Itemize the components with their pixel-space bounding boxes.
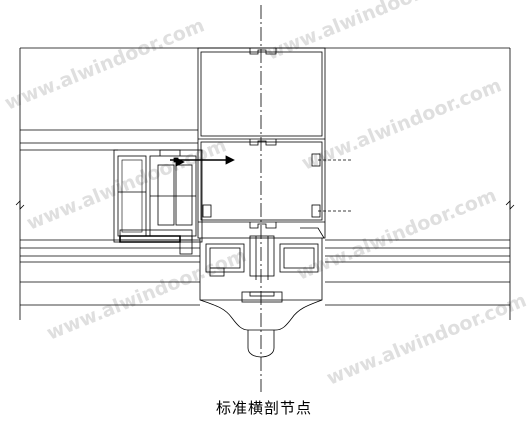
drawing-caption: 标准横剖节点 xyxy=(215,399,312,417)
break-marks xyxy=(15,200,515,210)
dimension-leaders xyxy=(318,159,352,212)
window-sash xyxy=(113,149,203,255)
mullion-profile xyxy=(197,47,326,239)
watermark-6: www.alwindoor.com xyxy=(294,184,500,284)
watermark-layer: www.alwindoor.com www.alwindoor.com www.… xyxy=(2,0,528,390)
frame-lines xyxy=(19,47,511,320)
watermark-3: www.alwindoor.com xyxy=(24,134,230,234)
watermark-7: www.alwindoor.com xyxy=(324,289,528,389)
watermark-4: www.alwindoor.com xyxy=(299,74,505,174)
pressure-cap-profile xyxy=(199,235,323,358)
screw-anchor xyxy=(170,155,235,165)
watermark-2: www.alwindoor.com xyxy=(264,0,470,65)
watermark-1: www.alwindoor.com xyxy=(2,14,208,114)
watermark-5: www.alwindoor.com xyxy=(44,244,250,344)
